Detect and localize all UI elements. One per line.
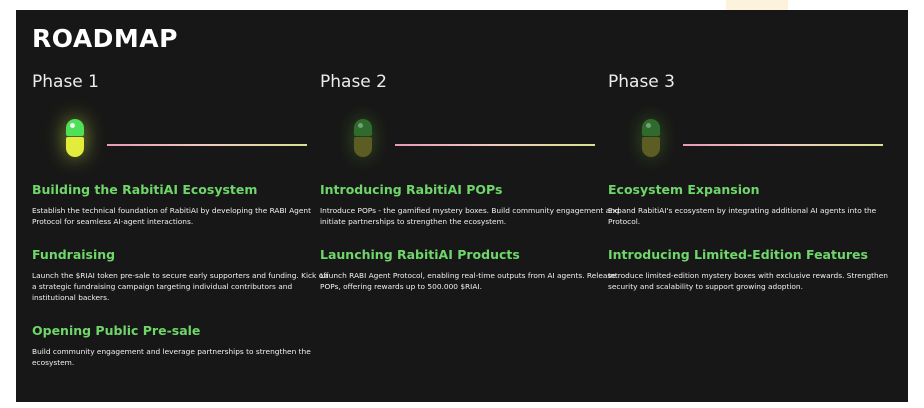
item-description: Introduce limited-edition mystery boxes …	[608, 271, 888, 291]
pill-icon	[642, 119, 660, 157]
roadmap-item: Launching RabitiAI Products Launch RABI …	[320, 247, 620, 292]
phase-3-label: Phase 3	[608, 72, 675, 92]
item-title: Introducing Limited-Edition Features	[608, 247, 868, 262]
phase-1-column: Phase 1 Building the RabitiAI Ecosystem …	[32, 72, 332, 402]
item-title: Introducing RabitiAI POPs	[320, 182, 503, 197]
roadmap-item: Introducing RabitiAI POPs Introduce POPs…	[320, 182, 620, 227]
item-description: Introduce POPs - the gamified mystery bo…	[320, 206, 620, 226]
phase-3-column: Phase 3 Ecosystem Expansion Expand Rabit…	[608, 72, 908, 402]
roadmap-title: ROADMAP	[32, 24, 178, 53]
phase-1-label: Phase 1	[32, 72, 99, 92]
phase-2-label: Phase 2	[320, 72, 387, 92]
roadmap-item: Opening Public Pre-sale Build community …	[32, 323, 332, 368]
item-description: Launch the $RIAI token pre-sale to secur…	[32, 271, 329, 302]
item-description: Launch RABI Agent Protocol, enabling rea…	[320, 271, 616, 291]
item-title: Fundraising	[32, 247, 116, 262]
pill-icon	[66, 119, 84, 157]
roadmap-item: Building the RabitiAI Ecosystem Establis…	[32, 182, 332, 227]
roadmap-item: Introducing Limited-Edition Features Int…	[608, 247, 908, 292]
phase-3-progress-line	[683, 144, 883, 146]
item-description: Build community engagement and leverage …	[32, 347, 311, 367]
roadmap-item: Ecosystem Expansion Expand RabitiAI's ec…	[608, 182, 908, 227]
item-title: Opening Public Pre-sale	[32, 323, 201, 338]
top-corner-tab	[726, 0, 788, 10]
item-description: Establish the technical foundation of Ra…	[32, 206, 311, 226]
item-description: Expand RabitiAI's ecosystem by integrati…	[608, 206, 877, 226]
pill-icon	[354, 119, 372, 157]
roadmap-section: ROADMAP Phase 1 Building the RabitiAI Ec…	[16, 10, 908, 402]
roadmap-item: Fundraising Launch the $RIAI token pre-s…	[32, 247, 332, 303]
item-title: Building the RabitiAI Ecosystem	[32, 182, 258, 197]
phase-2-column: Phase 2 Introducing RabitiAI POPs Introd…	[320, 72, 620, 402]
phase-1-progress-line	[107, 144, 307, 146]
item-title: Launching RabitiAI Products	[320, 247, 520, 262]
phase-2-progress-line	[395, 144, 595, 146]
item-title: Ecosystem Expansion	[608, 182, 760, 197]
